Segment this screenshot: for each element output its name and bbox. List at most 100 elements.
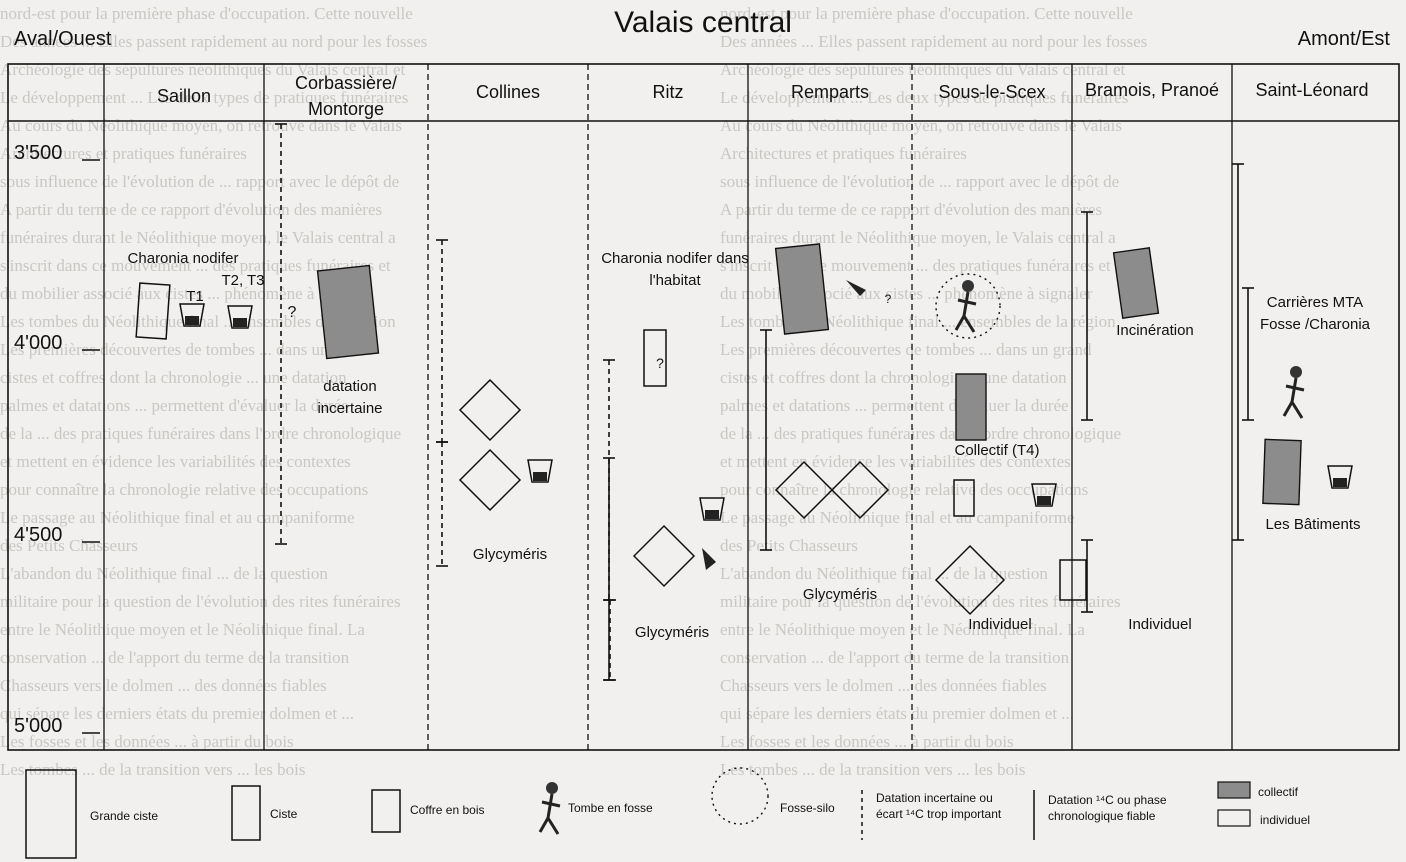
legend-collectif-label: collectif	[1258, 785, 1299, 799]
ritz-coffre	[643, 329, 667, 387]
saillon-cup-fill	[233, 318, 247, 327]
axis-tick-4500: 4'500	[14, 524, 63, 546]
corbassiere-question-mark: ?	[287, 304, 297, 321]
sous-le-scex-diamond	[934, 544, 1006, 616]
saillon-charonia-label: Charonia nodifer	[127, 250, 239, 267]
remparts-question-mark: ?	[884, 292, 892, 306]
remparts-diamond	[830, 460, 890, 520]
ghost-line: Les fosses et les données ... à partir d…	[0, 732, 294, 751]
ritz-cup-fill	[705, 510, 719, 519]
ghost-line: militaire pour la question de l'évolutio…	[720, 592, 1121, 611]
legend-grande-ciste-label: Grande ciste	[90, 809, 159, 823]
axis-tick-3500: 3'500	[14, 142, 63, 164]
ghost-line: funéraires durant le Néolithique moyen, …	[0, 228, 396, 247]
remparts-glycymeris-label: Glycyméris	[802, 586, 878, 603]
saillon-cup	[227, 305, 253, 329]
legend-coffre-symbol	[371, 789, 401, 833]
saillon-t2t3-label: T2, T3	[221, 272, 265, 289]
east-label: Amont/Est	[1297, 28, 1390, 50]
ghost-line: Le développement ... Les deux types de p…	[0, 88, 409, 107]
ghost-line: militaire pour la question de l'évolutio…	[0, 592, 401, 611]
bramois-individuel-label: Individuel	[1128, 616, 1192, 633]
legend-grande-ciste-symbol	[25, 769, 77, 859]
diagram-frame	[7, 63, 1400, 751]
sous-le-scex-skeleton	[954, 291, 977, 333]
ghost-line: de la ... des pratiques funéraires dans …	[0, 424, 402, 443]
column-header-remparts: Remparts	[790, 82, 870, 102]
legend-datation-fiable-label: Datation ¹⁴C ou phase chronologique fiab…	[1048, 793, 1167, 823]
saint-leonard-cup-fill	[1333, 478, 1347, 487]
column-header-collines: Collines	[475, 82, 541, 102]
legend-tombe-fosse-label: Tombe en fosse	[568, 801, 653, 815]
ghost-line: Les tombes ... de la transition vers ...…	[720, 760, 1026, 779]
collines-glycymeris-label: Glycyméris	[472, 546, 548, 563]
ritz-diamond	[632, 524, 696, 588]
ghost-line: L'abandon du Néolithique final ... de la…	[0, 564, 328, 583]
bramois-cup-fill	[1037, 496, 1051, 505]
saint-leonard-collectif-tomb	[1262, 438, 1302, 506]
ghost-line: sous influence de l'évolution de ... rap…	[0, 172, 400, 191]
legend-ciste-symbol	[231, 785, 261, 841]
ghost-line: Architectures et pratiques funéraires	[720, 144, 967, 163]
sous-le-scex-skeleton-head	[962, 280, 974, 292]
column-header-sous-le-scex: Sous-le-Scex	[938, 82, 1046, 102]
ritz-glycymeris-label: Glycyméris	[634, 624, 710, 641]
sous-le-scex-small-ciste	[1059, 559, 1087, 601]
column-header-corbassiere: Corbassière/ Montorge	[294, 73, 398, 119]
ghost-line: Chasseurs vers le dolmen ... des données…	[720, 676, 1047, 695]
column-header-saillon: Saillon	[156, 86, 212, 106]
ghost-line: nord-est pour la première phase d'occupa…	[720, 4, 1133, 23]
ghost-line: Le passage au Néolithique final et au ca…	[0, 508, 355, 527]
ghost-line: qui sépare les derniers états du premier…	[0, 704, 355, 723]
legend-individuel-label: individuel	[1260, 813, 1311, 827]
axis-tick-4000: 4'000	[14, 332, 63, 354]
collines-diamond	[458, 448, 522, 512]
saillon-t1-label: T1	[186, 288, 204, 305]
ghost-line: Le développement ... Les deux types de p…	[720, 88, 1129, 107]
ghost-line: Des années ... Elles passent rapidement …	[0, 32, 428, 51]
bramois-cup	[1031, 483, 1057, 507]
saint-leonard-cup	[1327, 465, 1353, 489]
ritz-charonia-label: Charonia nodifer dans l'habitat	[601, 250, 749, 289]
ghost-line: nord-est pour la première phase d'occupa…	[0, 4, 413, 23]
saint-leonard-skeleton-head	[1290, 366, 1302, 378]
ghost-line: qui sépare les derniers états du premier…	[720, 704, 1075, 723]
column-header-saint-leonard: Saint-Léonard	[1255, 80, 1369, 100]
ghost-line: de la ... des pratiques funéraires dans …	[720, 424, 1122, 443]
collines-diamond	[458, 378, 522, 442]
ghost-line: conservation ... de l'apport du terme de…	[720, 648, 1070, 667]
column-header-bramois: Bramois, Pranoé	[1084, 80, 1220, 100]
legend-tombe-fosse-symbol	[538, 793, 561, 835]
legend-fosse-silo-label: Fosse-silo	[780, 801, 835, 815]
ghost-line: L'abandon du Néolithique final ... de la…	[720, 564, 1048, 583]
ghost-line: Architectures et pratiques funéraires	[0, 144, 247, 163]
legend-fosse-silo-symbol	[711, 767, 769, 825]
ghost-line: Les premières découvertes de tombes ... …	[720, 340, 1092, 359]
bramois-small-ciste	[953, 479, 975, 517]
scex-individuel-label: Individuel	[968, 616, 1032, 633]
ghost-line: et mettent en évidence les variabilités …	[0, 452, 351, 471]
remparts-diamond	[774, 460, 834, 520]
ghost-line: Chasseurs vers le dolmen ... des données…	[0, 676, 327, 695]
saint-batiments-label: Les Bâtiments	[1265, 516, 1361, 533]
saillon-cup-fill	[185, 316, 199, 325]
legend-coffre-label: Coffre en bois	[410, 803, 485, 817]
ghost-line: conservation ... de l'apport du terme de…	[0, 648, 350, 667]
column-header-ritz: Ritz	[652, 82, 684, 102]
saillon-ciste	[135, 282, 171, 340]
ghost-col-left: nord-est pour la première phase d'occupa…	[0, 0, 680, 862]
ghost-line: A partir du terme de ce rapport d'évolut…	[720, 200, 1103, 219]
ritz-cup	[699, 497, 725, 521]
ghost-line: pour connaître la chronologie relative d…	[720, 480, 1089, 499]
ghost-line: funéraires durant le Néolithique moyen, …	[720, 228, 1116, 247]
bramois-collectif-tomb-2	[1112, 247, 1160, 319]
legend-collectif-symbol	[1217, 781, 1251, 799]
ghost-line: Les premières découvertes de tombes ... …	[0, 340, 372, 359]
saint-carrieres-label: Carrières MTA Fosse /Charonia	[1259, 294, 1371, 333]
saillon-cup	[179, 303, 205, 327]
legend-individuel-symbol	[1217, 809, 1251, 827]
ritz-question-mark: ?	[656, 355, 664, 371]
axis-tick-5000: 5'000	[14, 715, 63, 737]
ghost-line: entre le Néolithique moyen et le Néolith…	[0, 620, 365, 639]
